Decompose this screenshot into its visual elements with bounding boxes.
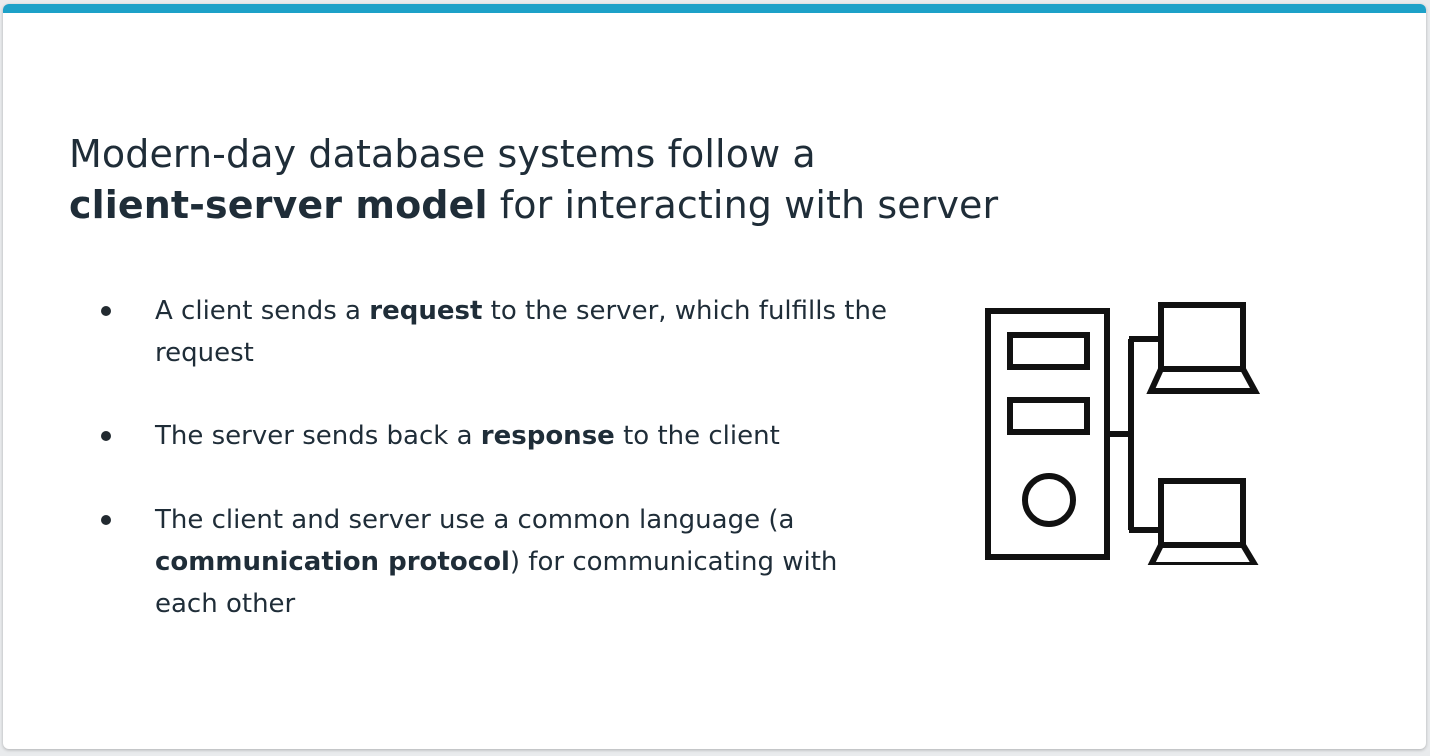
bullet-text: The client and server use a common langu… <box>155 505 795 535</box>
bullet-item-protocol: The client and server use a common langu… <box>98 499 898 625</box>
bullet-emphasis: request <box>369 296 483 326</box>
server-drive-bay-icon <box>1007 332 1090 370</box>
bullet-item-response: The server sends back a response to the … <box>98 415 898 457</box>
title-line-1: Modern-day database systems follow a <box>69 132 816 177</box>
title-rest: for interacting with server <box>487 183 999 228</box>
connector-line <box>1128 336 1161 533</box>
laptop-base-icon <box>1146 367 1261 394</box>
server-power-button-icon <box>1022 473 1076 527</box>
bullet-dot-icon <box>101 431 111 441</box>
laptop-base-icon <box>1147 543 1259 565</box>
bullet-emphasis: response <box>480 421 615 451</box>
bullet-text: to the server, which fulfills the reques… <box>155 296 887 368</box>
bullet-text: ) for communicating with each other <box>155 547 838 619</box>
slide: Modern-day database systems follow a cli… <box>3 4 1426 749</box>
bullet-text: A client sends a <box>155 296 370 326</box>
bullet-dot-icon <box>101 306 111 316</box>
bullet-text: The server sends back a <box>155 421 481 451</box>
slide-title: Modern-day database systems follow a cli… <box>69 129 1169 231</box>
server-connected-to-two-laptops-icon <box>985 302 1261 565</box>
bullet-list: A client sends a request to the server, … <box>98 290 898 625</box>
title-emphasis: client-server model <box>69 183 488 228</box>
bullet-emphasis: communication protocol <box>155 547 510 577</box>
bullet-text: to the client <box>614 421 780 451</box>
bullet-item-request: A client sends a request to the server, … <box>98 290 898 374</box>
server-drive-bay-icon <box>1007 397 1090 435</box>
bullet-dot-icon <box>101 515 111 525</box>
slide-accent-bar <box>3 4 1426 13</box>
laptop-screen-icon <box>1158 478 1246 548</box>
laptop-screen-icon <box>1158 302 1246 372</box>
